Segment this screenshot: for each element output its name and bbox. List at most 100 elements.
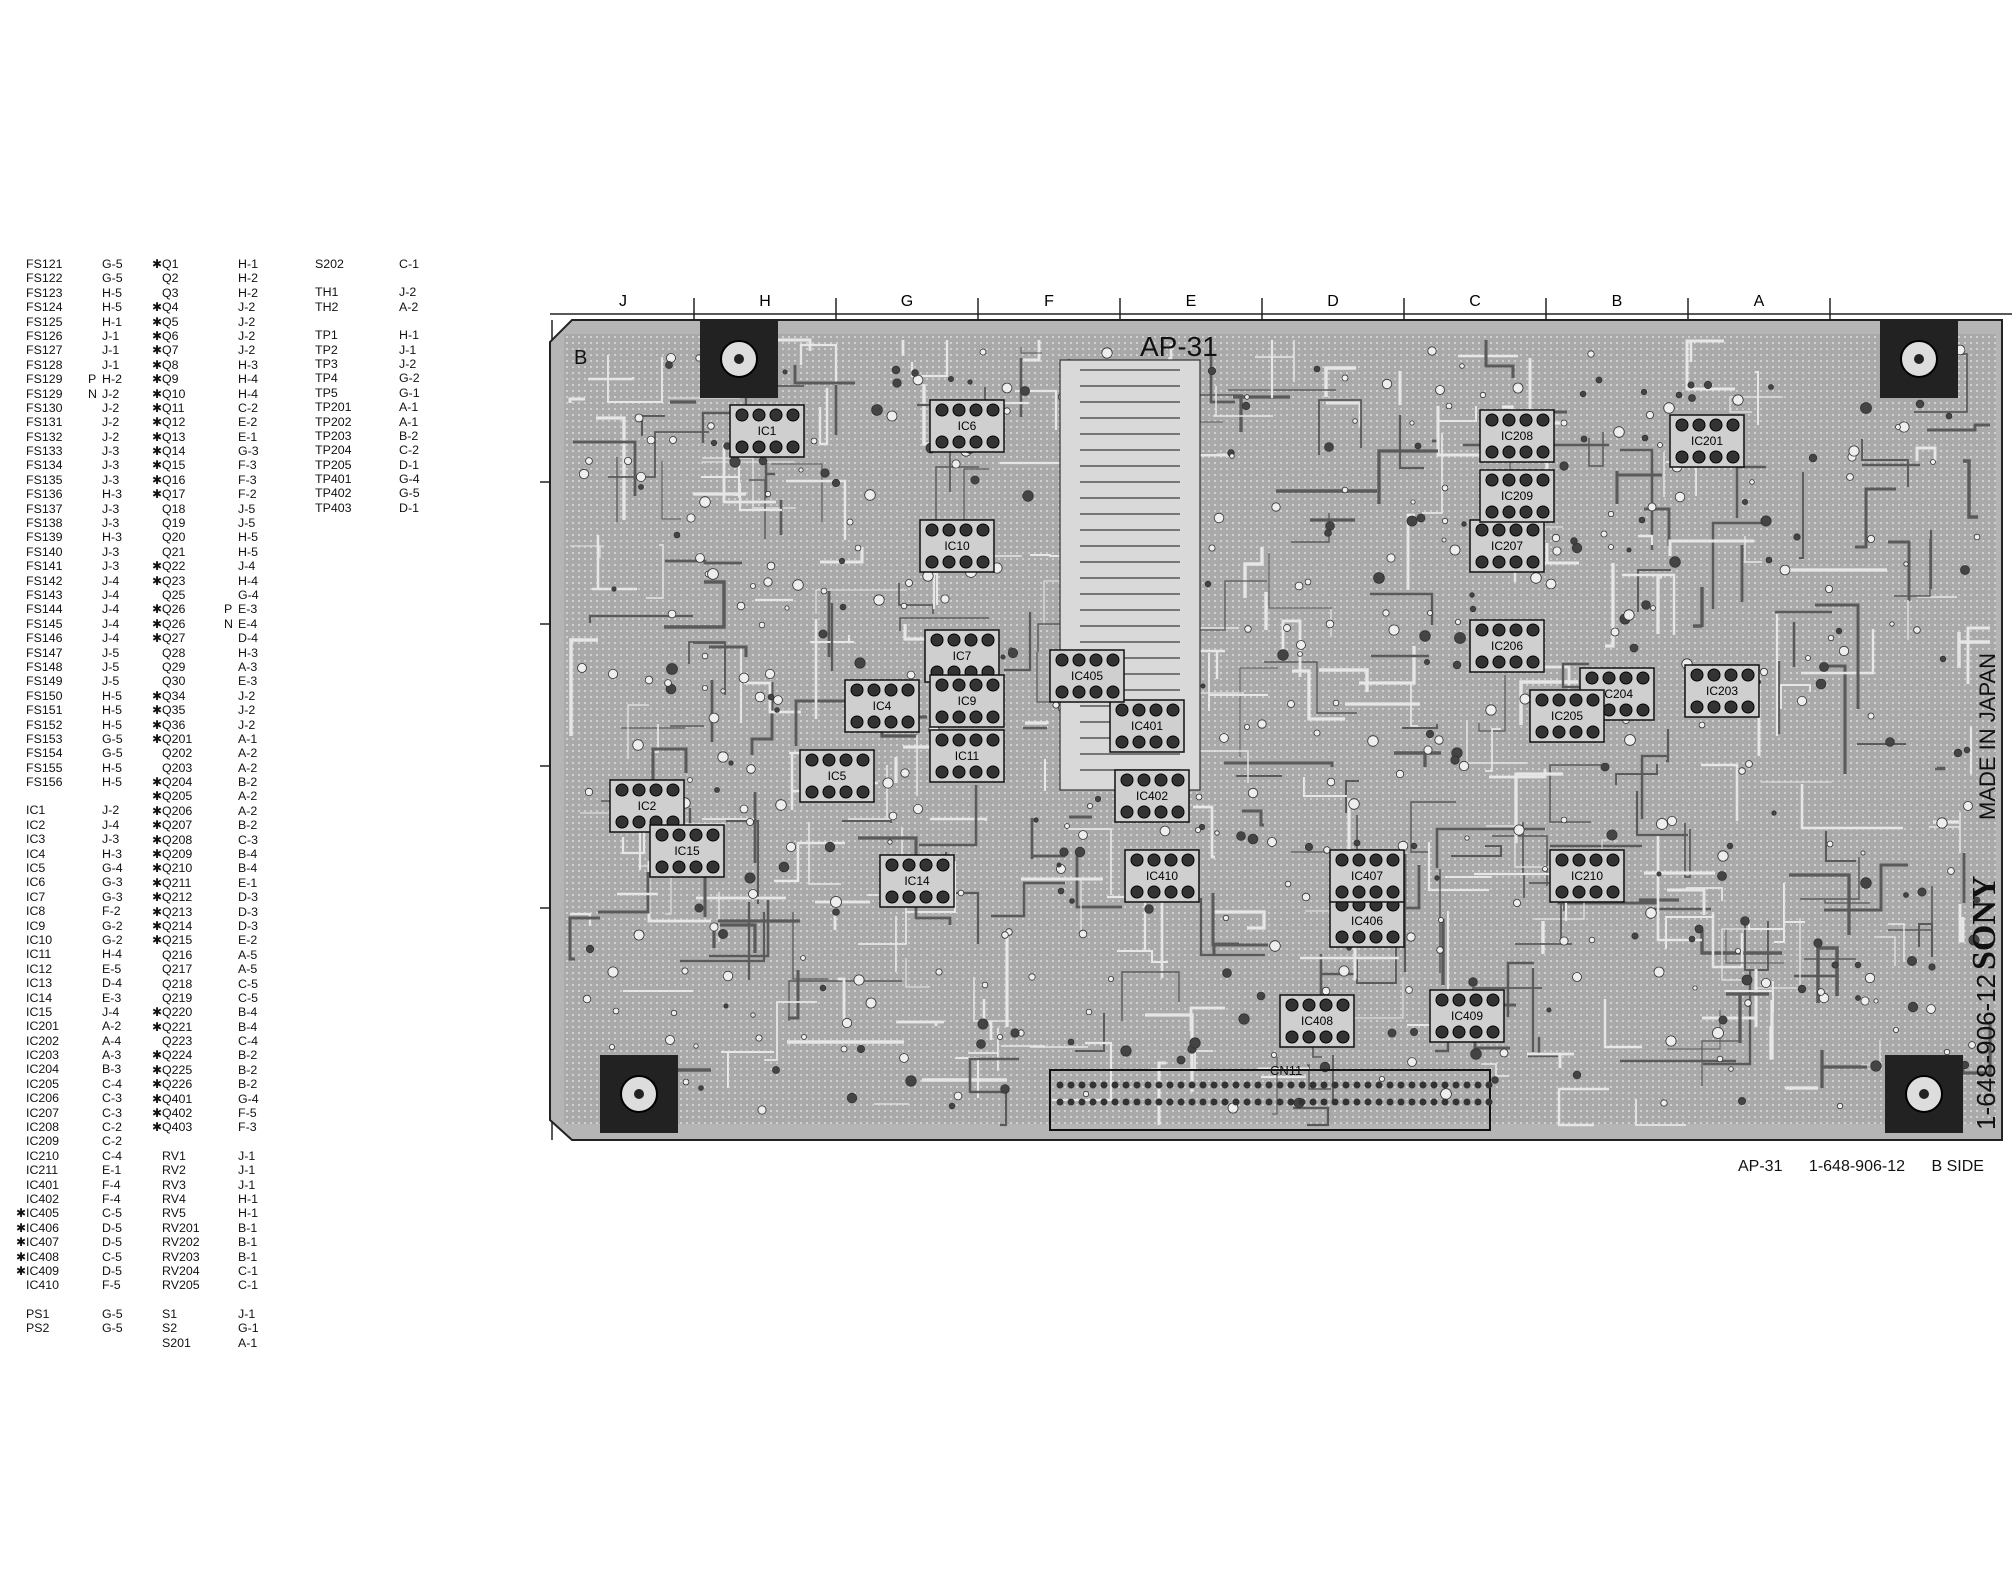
ic-label: IC9	[958, 694, 977, 708]
via-pad	[1001, 382, 1013, 394]
ic-pin	[1619, 671, 1633, 685]
index-ref: RV4	[162, 1192, 186, 1206]
index-marker	[16, 1091, 26, 1105]
via-pad	[1085, 1008, 1093, 1016]
via-pad	[1653, 966, 1665, 978]
index-ref: TP201	[315, 400, 352, 415]
index-flag	[224, 358, 238, 372]
via-pad	[693, 1043, 699, 1049]
index-flag	[88, 718, 102, 732]
via-pad	[1572, 972, 1582, 982]
trace	[1398, 415, 1424, 470]
trace	[1521, 543, 1579, 565]
via-pad	[584, 787, 594, 797]
trace	[1224, 761, 1334, 767]
via-pad	[1512, 382, 1524, 394]
index-flag: P	[224, 602, 233, 617]
trace	[968, 1028, 999, 1071]
index-flag	[224, 1278, 238, 1292]
index-location: G-2	[399, 371, 420, 386]
ic-pin	[666, 783, 680, 797]
ic-pin	[976, 523, 990, 537]
via-pad	[1813, 938, 1823, 948]
pad-hole	[1919, 1089, 1929, 1099]
index-marker	[16, 631, 26, 645]
ic-pin	[884, 683, 898, 697]
ic-pin	[1369, 930, 1383, 944]
via-pad	[798, 467, 804, 473]
index-flag	[224, 343, 238, 357]
via-pad	[882, 777, 894, 789]
index-location: A-1	[399, 414, 419, 429]
trace	[596, 416, 626, 520]
via-pad	[1108, 976, 1115, 983]
trace	[1410, 682, 1418, 727]
via-pad	[1827, 634, 1835, 642]
via-pad	[1074, 846, 1086, 858]
index-ref: FS141	[26, 559, 63, 574]
via-pad	[830, 896, 842, 908]
via-pad	[1973, 533, 1981, 541]
index-flag	[224, 458, 238, 472]
index-ref: FS139	[26, 530, 63, 545]
via-pad	[1825, 584, 1834, 593]
index-flag	[88, 832, 102, 846]
via-pad	[1229, 453, 1235, 459]
trace	[1427, 842, 1489, 892]
index-location: J-1	[102, 343, 120, 358]
via-pad	[1388, 624, 1400, 636]
connector-pin	[1430, 1098, 1438, 1106]
ic-pin	[1089, 653, 1103, 667]
index-location: D-5	[102, 1220, 122, 1235]
ic-pin	[672, 828, 686, 842]
index-marker	[16, 847, 26, 861]
via-pad	[1010, 1028, 1020, 1038]
ic-pin	[1336, 1030, 1350, 1044]
index-location: A-5	[238, 962, 258, 977]
via-pad	[764, 490, 772, 498]
index-marker	[16, 300, 26, 314]
index-flag	[385, 357, 399, 371]
connector-pin	[1353, 1081, 1361, 1089]
ic-pin	[1526, 555, 1540, 569]
via-pad	[1688, 935, 1696, 943]
via-pad	[1657, 442, 1663, 448]
index-location: J-2	[102, 429, 120, 444]
trace	[1213, 386, 1273, 417]
ic-pin	[919, 858, 933, 872]
via-pad	[1826, 840, 1834, 848]
connector-pin	[1331, 1081, 1339, 1089]
trace	[788, 980, 902, 1021]
via-pad	[1028, 973, 1036, 981]
trace	[1725, 929, 1784, 964]
index-location: J-2	[102, 415, 120, 430]
via-pad	[1703, 380, 1713, 390]
index-marker: ✱	[152, 415, 163, 430]
via-pad	[577, 663, 587, 673]
index-location: H-2	[238, 271, 258, 286]
ic-pin	[1130, 885, 1144, 899]
index-flag	[88, 1019, 102, 1033]
index-location: H-5	[238, 530, 258, 545]
column-label-f: F	[1044, 293, 1054, 310]
ic-pin	[1285, 998, 1299, 1012]
trace	[1907, 600, 1909, 640]
index-location: C-2	[238, 400, 258, 415]
via-pad	[1656, 818, 1668, 830]
index-flag	[224, 804, 238, 818]
index-ref: Q20	[162, 530, 186, 545]
trace	[1324, 366, 1356, 397]
index-location: C-1	[238, 1263, 258, 1278]
ic-pin	[1181, 885, 1195, 899]
trace	[1729, 396, 1783, 413]
via-pad	[709, 922, 719, 932]
via-pad	[720, 688, 726, 694]
via-pad	[670, 1009, 678, 1017]
